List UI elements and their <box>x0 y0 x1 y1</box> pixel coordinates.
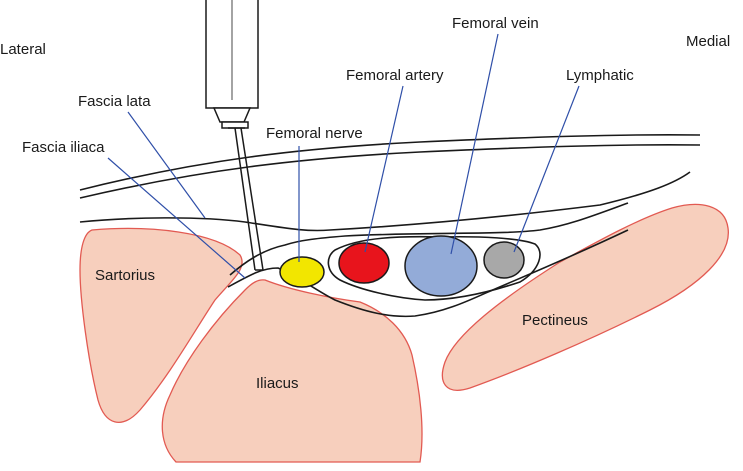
skin-line-inner <box>79 144 701 199</box>
femoral-artery-oval <box>338 242 390 284</box>
femoral-vein-label: Femoral vein <box>452 15 539 32</box>
femoral-artery-label: Femoral artery <box>346 67 444 84</box>
lymphatic-leader <box>513 85 580 253</box>
femoral-vein-oval <box>404 235 478 297</box>
lymphatic-label: Lymphatic <box>566 67 634 84</box>
femoral-vein-leader <box>450 33 499 255</box>
medial-label: Medial <box>686 33 730 50</box>
pectineus-muscle <box>441 203 729 391</box>
fascia-iliaca-leader <box>107 157 246 279</box>
sartorius-label: Sartorius <box>95 267 155 284</box>
femoral-artery-leader <box>364 85 404 253</box>
needle-syringe <box>205 0 264 271</box>
iliacus-muscle <box>161 279 423 463</box>
fascia-iliaca-label: Fascia iliaca <box>22 139 105 156</box>
lateral-label: Lateral <box>0 41 46 58</box>
lymphatic-oval <box>483 241 525 279</box>
femoral-nerve-label: Femoral nerve <box>266 125 363 142</box>
pectineus-label: Pectineus <box>522 312 588 329</box>
femoral-nerve-oval <box>279 256 325 288</box>
fascia-lata-label: Fascia lata <box>78 93 151 110</box>
fascia-compartment-line <box>229 202 629 276</box>
fascia-iliaca-line <box>227 229 629 318</box>
fascia-lata-line <box>79 171 691 232</box>
skin-line-outer <box>79 134 701 191</box>
iliacus-label: Iliacus <box>256 375 299 392</box>
sartorius-muscle <box>79 227 243 423</box>
fascia-lata-leader <box>127 111 206 219</box>
